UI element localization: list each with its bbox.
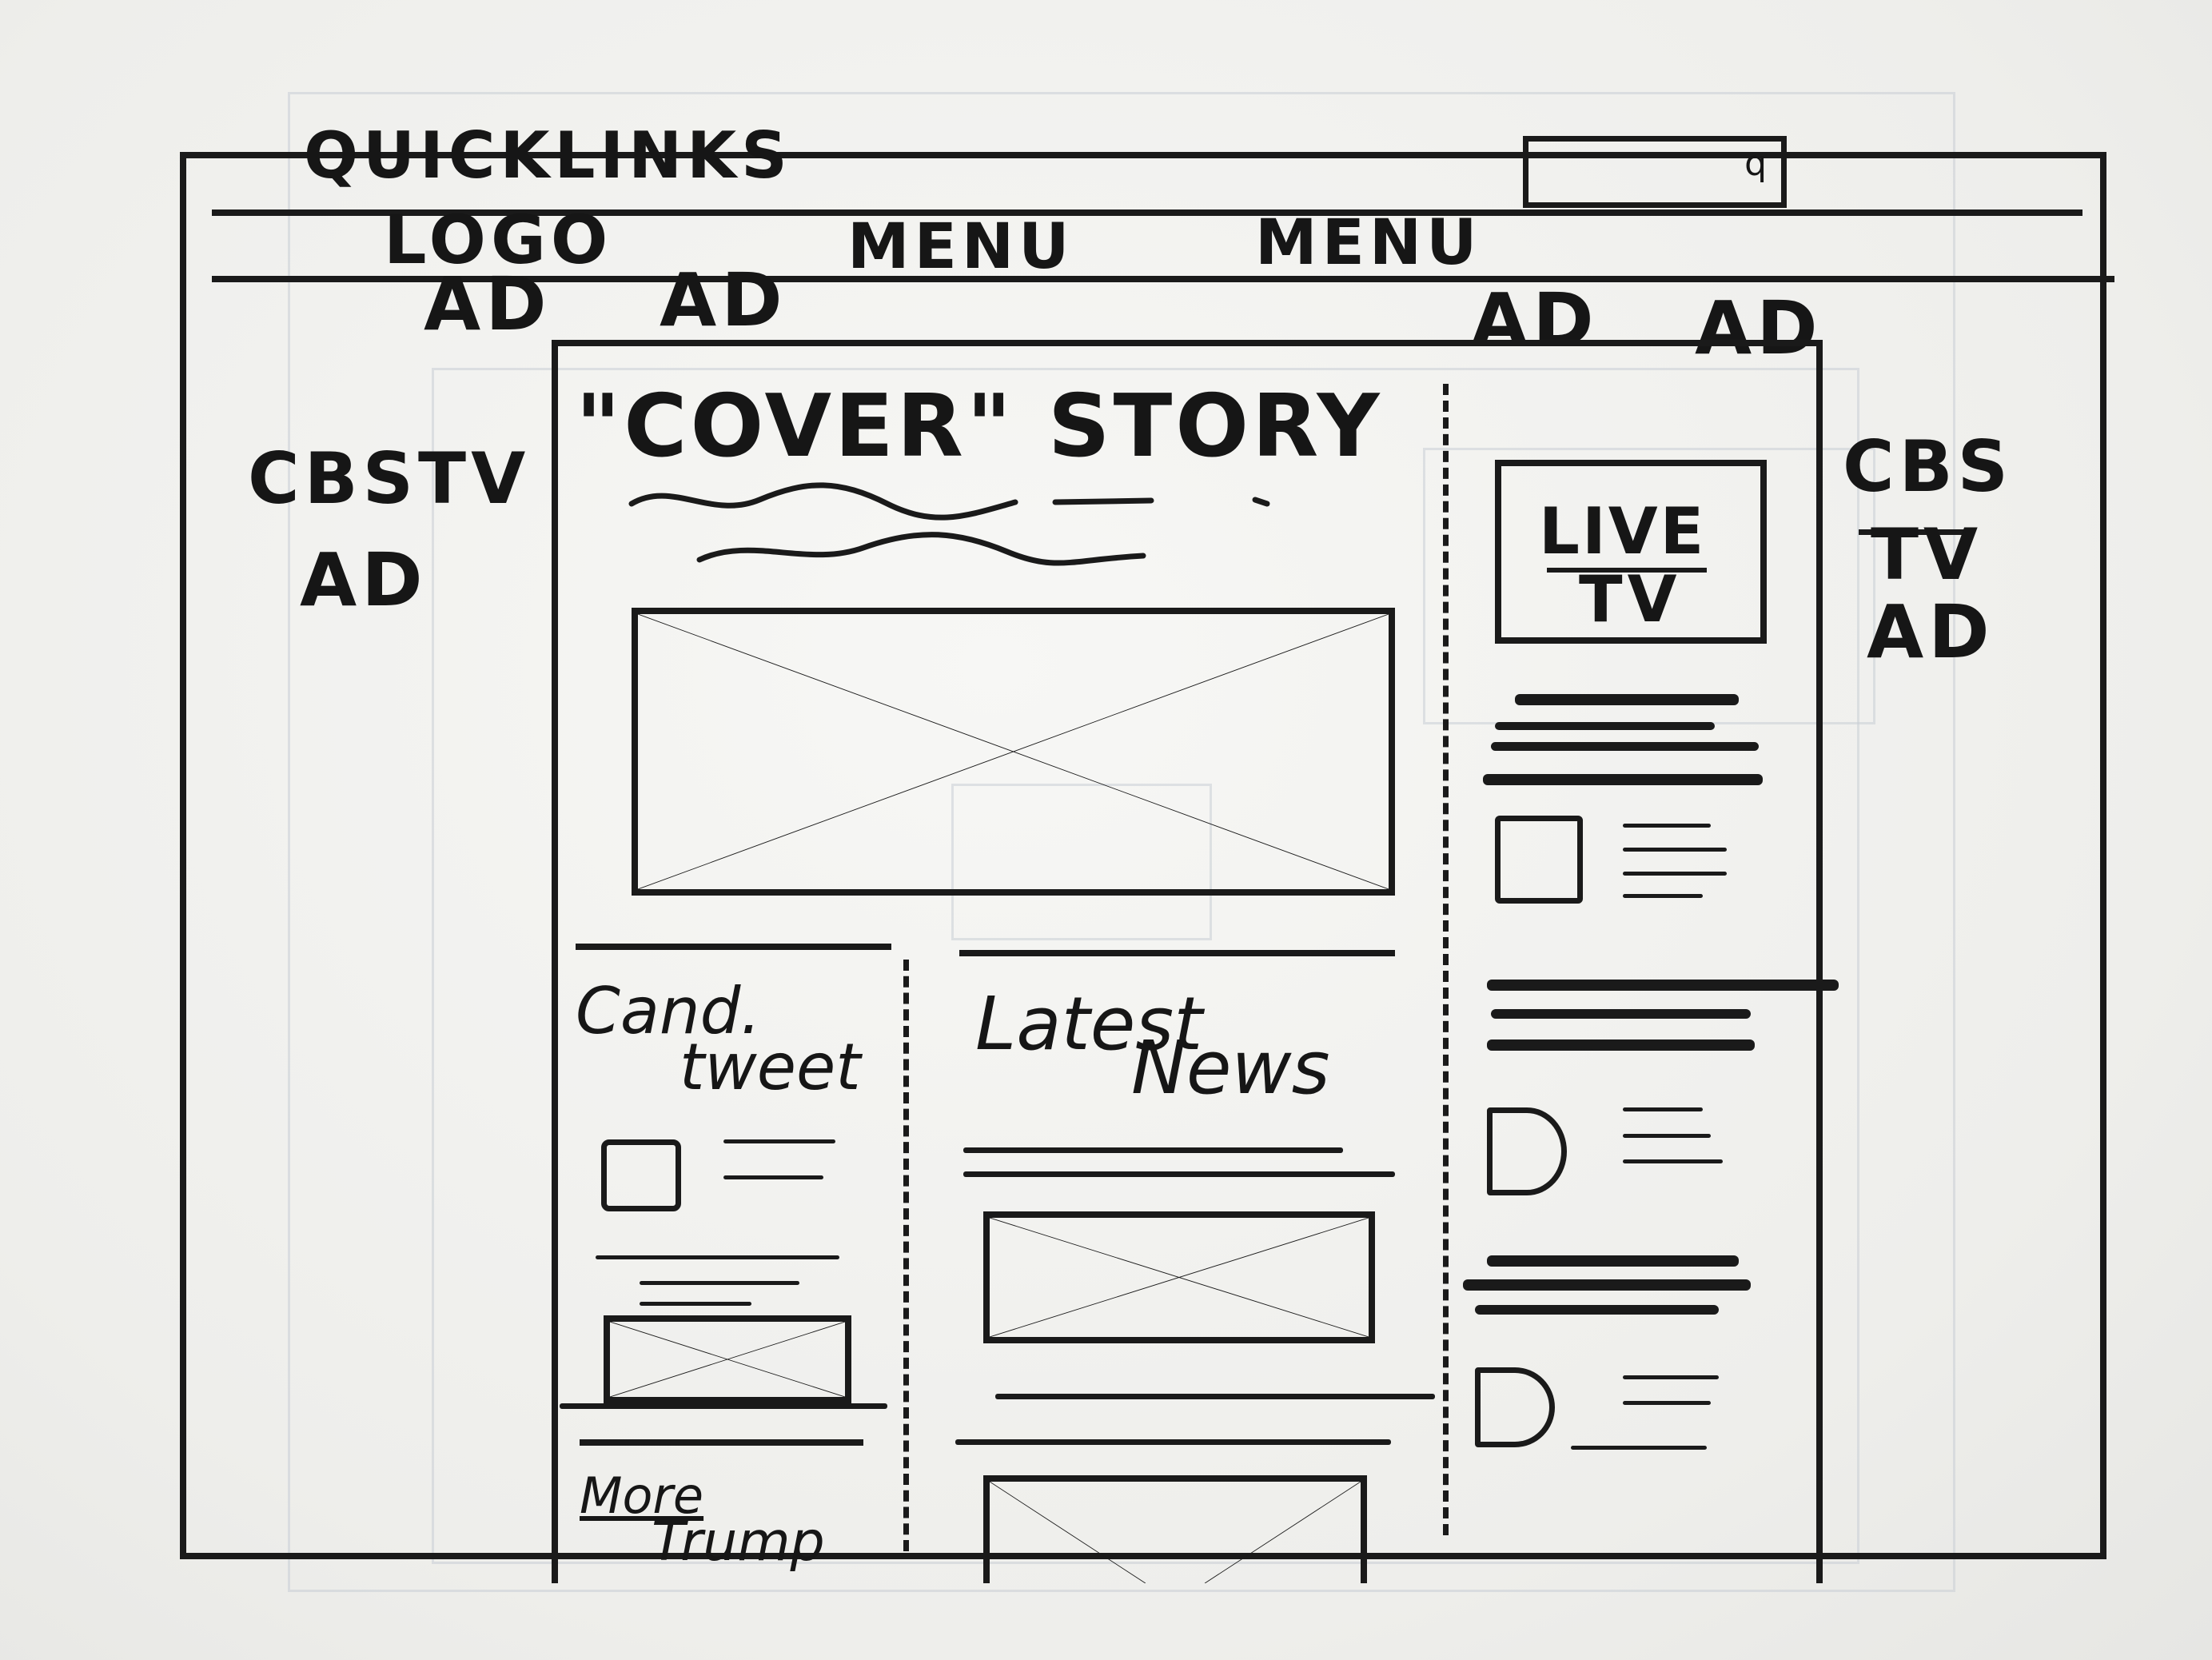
image-placeholder-icon [610, 1322, 845, 1397]
nav-divider [212, 276, 2114, 282]
rail-headline-bar [1475, 1305, 1719, 1315]
live-tv-label-line-2[interactable]: TV [1579, 562, 1682, 636]
rail-headline-bar [1491, 1009, 1751, 1019]
latest-news-heading-line-1[interactable]: Latest [975, 981, 1203, 1067]
rail-story-text-line [1623, 872, 1727, 876]
rail-story-text-line [1623, 1134, 1711, 1138]
tweet-image-underline [560, 1403, 887, 1409]
rail-story-text-line [1571, 1446, 1707, 1450]
more-trump-heading-line-2[interactable]: Trump [652, 1510, 825, 1574]
image-placeholder-icon [990, 1218, 1369, 1337]
latest-news-text-line [995, 1394, 1435, 1399]
ad-top-left-2[interactable]: AD [660, 257, 787, 343]
ad-right-line-1[interactable]: CBS [1843, 425, 2014, 508]
latest-news-text-line [955, 1439, 1391, 1445]
rail-story-thumb[interactable] [1487, 1107, 1567, 1195]
rail-headline-bar [1487, 1255, 1739, 1267]
header-divider [212, 209, 2082, 216]
latest-news-heading-line-2[interactable]: News [1131, 1025, 1330, 1111]
rail-headline-bar [1487, 980, 1839, 991]
rail-story-thumb[interactable] [1475, 1367, 1555, 1447]
ad-left-line-1[interactable]: CBSTV [248, 437, 531, 520]
image-placeholder-icon [638, 614, 1389, 889]
rail-story-thumb[interactable] [1495, 816, 1583, 904]
menu-item-2[interactable]: MENU [1255, 207, 1482, 279]
rail-story-text-line [1623, 1401, 1711, 1405]
latest-news-image-placeholder-2[interactable] [983, 1475, 1367, 1583]
right-rail-divider [1443, 384, 1449, 1535]
ghost-sketch-column [432, 368, 1859, 1564]
ad-right-underline [1859, 529, 1971, 535]
rail-story-text-line [1623, 1159, 1723, 1163]
tweet-text-line [640, 1281, 799, 1285]
rail-headline-bar [1495, 722, 1715, 730]
quicklinks-label[interactable]: QUICKLINKS [304, 118, 792, 193]
tweet-text-line [723, 1139, 835, 1143]
menu-item-1[interactable]: MENU [847, 211, 1074, 283]
ad-right-line-2[interactable]: TV [1871, 513, 1983, 596]
logo[interactable]: LOGO [384, 201, 613, 279]
tweet-text-line [596, 1255, 839, 1259]
ad-left-line-2[interactable]: AD [300, 537, 428, 623]
rail-headline-bar [1487, 1039, 1755, 1051]
cand-tweet-heading-line-1[interactable]: Cand. [576, 974, 761, 1048]
image-placeholder-icon [990, 1482, 1361, 1583]
tweet-text-line [723, 1175, 823, 1179]
tweet-text-line [640, 1302, 751, 1306]
search-icon[interactable]: q [1744, 143, 1767, 184]
latest-news-top-rule [959, 950, 1395, 956]
ghost-sketch-image [951, 784, 1212, 940]
cover-story-image-placeholder[interactable] [632, 608, 1395, 896]
rail-headline-bar [1491, 742, 1759, 751]
live-tv-box[interactable] [1495, 460, 1767, 644]
latest-news-text-line [963, 1171, 1395, 1177]
tweet-avatar-thumb[interactable] [601, 1139, 681, 1211]
ghost-sketch-frame [288, 92, 1955, 1592]
rail-story-text-line [1623, 894, 1703, 898]
cover-story-dek-scribble [628, 482, 1270, 566]
main-content-frame [552, 340, 1823, 1583]
rail-story-text-line [1623, 1107, 1703, 1111]
cand-tweet-heading-line-2[interactable]: tweet [680, 1030, 861, 1104]
search-input[interactable]: q [1523, 136, 1787, 208]
live-tv-label-line-1[interactable]: LIVE [1539, 494, 1707, 569]
rail-headline-bar [1463, 1279, 1751, 1291]
rail-headline-bar [1483, 774, 1763, 785]
ad-right-line-3[interactable]: AD [1867, 589, 1995, 675]
rail-headline-bar [1515, 694, 1739, 705]
live-tv-label-underline [1547, 568, 1707, 573]
cand-tweet-top-rule [576, 944, 891, 950]
ad-top-left-1[interactable]: AD [424, 261, 552, 347]
latest-news-text-line [963, 1147, 1343, 1153]
rail-story-text-line [1623, 1375, 1719, 1379]
tweet-image-placeholder[interactable] [604, 1315, 851, 1403]
latest-news-image-placeholder-1[interactable] [983, 1211, 1375, 1343]
rail-story-text-line [1623, 824, 1711, 828]
cover-story-heading[interactable]: "COVER" STORY [576, 377, 1383, 477]
more-trump-top-rule [580, 1439, 863, 1446]
rail-story-text-line [1623, 848, 1727, 852]
more-trump-heading-line-1[interactable]: More [580, 1466, 704, 1525]
ad-top-right-2[interactable]: AD [1695, 285, 1823, 371]
left-column-divider [903, 960, 909, 1551]
page-frame [180, 152, 2106, 1559]
